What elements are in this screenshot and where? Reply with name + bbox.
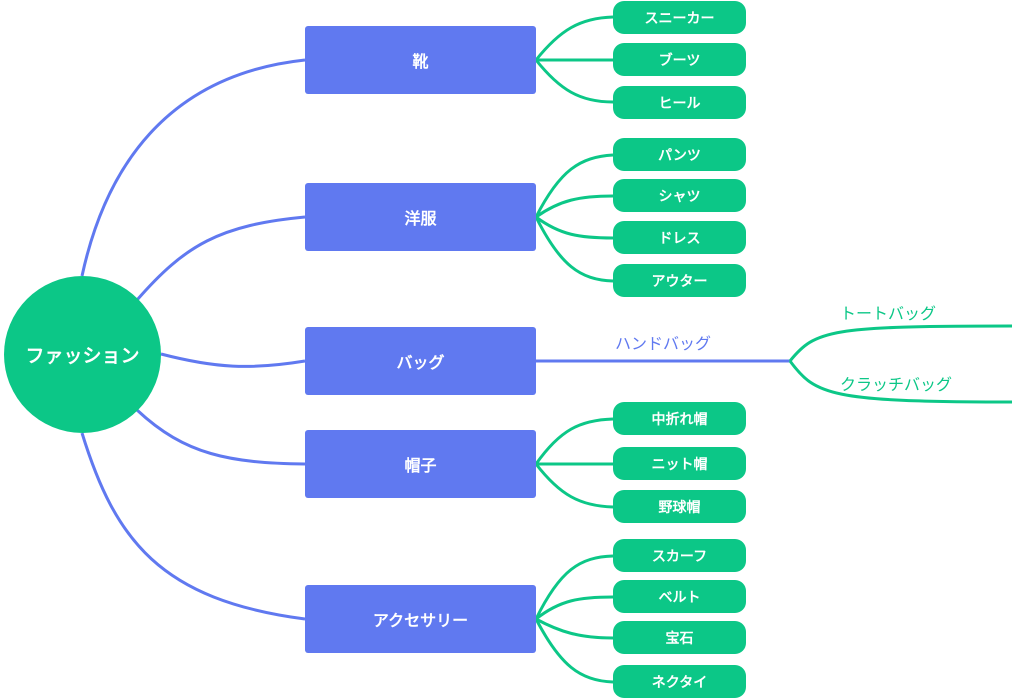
leaf-node[interactable]: シャツ [613, 179, 746, 212]
edge-branch-1-leaf-0 [534, 153, 614, 218]
branch-node-label: バッグ [396, 353, 445, 372]
leaf-node-label: ブーツ [658, 52, 701, 69]
edge-branch-1-leaf-1 [535, 194, 614, 219]
leaf-node[interactable]: 野球帽 [613, 490, 746, 523]
leaf-node[interactable]: 宝石 [613, 621, 746, 654]
branch-node-label: 靴 [412, 52, 429, 71]
root-node-label: ファッション [25, 345, 140, 367]
edge-branch-0-leaf-2 [534, 59, 614, 104]
edge-root-to-branch-0 [80, 58, 306, 277]
branch-node-shoes[interactable]: 靴 [305, 26, 536, 94]
edge-root-to-branch-4 [80, 432, 306, 621]
branch-node-label: アクセサリー [372, 611, 469, 630]
root-node[interactable]: ファッション [4, 276, 161, 433]
leaf-node-label: スカーフ [651, 548, 708, 565]
leaf-node[interactable]: ベルト [613, 580, 746, 613]
edge-branch-1-leaf-2 [535, 215, 614, 240]
edge-branch-4-leaf-3 [534, 618, 614, 684]
edge-label-text: ハンドバッグ [615, 334, 712, 353]
leaf-node-label: ネクタイ [651, 674, 708, 691]
leaf-node-label: シャツ [658, 188, 701, 205]
leaf-node-label: 宝石 [665, 630, 694, 647]
leaf-node[interactable]: ドレス [613, 221, 746, 254]
leaf-node[interactable]: アウター [613, 264, 746, 297]
sub-label-clutch-bag[interactable]: クラッチバッグ [840, 371, 952, 395]
leaf-node-label: スニーカー [644, 10, 715, 27]
leaf-node-label: ドレス [658, 230, 701, 247]
branch-node-accessory[interactable]: アクセサリー [305, 585, 536, 653]
sub-label-text: クラッチバッグ [840, 375, 953, 394]
leaf-node-label: アウター [651, 273, 708, 290]
leaf-node[interactable]: スニーカー [613, 1, 746, 34]
leaf-node[interactable]: ブーツ [613, 43, 746, 76]
leaf-node-label: 中折れ帽 [651, 411, 708, 428]
branch-node-hat[interactable]: 帽子 [305, 430, 536, 498]
leaf-node[interactable]: 中折れ帽 [613, 402, 746, 435]
leaf-node[interactable]: スカーフ [613, 539, 746, 572]
leaf-node-label: ヒール [658, 95, 701, 112]
leaf-node-label: ニット帽 [651, 456, 708, 473]
edge-branch-4-leaf-2 [535, 617, 614, 640]
edge-branch-3-leaf-0 [534, 417, 614, 465]
branch-node-bag[interactable]: バッグ [305, 327, 536, 395]
edge-branch-1-leaf-3 [534, 216, 614, 283]
sub-label-text: トートバッグ [840, 304, 937, 323]
edge-branch-3-leaf-2 [534, 463, 614, 509]
leaf-node-label: ベルト [658, 589, 701, 606]
leaf-node[interactable]: ヒール [613, 86, 746, 119]
branch-node-label: 帽子 [404, 456, 437, 475]
sub-label-tote-bag[interactable]: トートバッグ [840, 300, 936, 324]
edge-branch-4-leaf-1 [535, 595, 614, 621]
branch-node-label: 洋服 [404, 209, 437, 228]
edge-root-to-branch-1 [135, 215, 306, 301]
edge-root-to-branch-3 [135, 408, 306, 466]
edge-branch-4-leaf-0 [534, 554, 614, 620]
leaf-node[interactable]: ニット帽 [613, 447, 746, 480]
edge-handbag-sub-0 [788, 324, 1012, 362]
leaf-node-label: 野球帽 [658, 499, 701, 516]
branch-node-clothes[interactable]: 洋服 [305, 183, 536, 251]
edge-branch-0-leaf-0 [534, 15, 614, 61]
edge-handbag-sub-1 [788, 360, 1012, 404]
leaf-node-label: パンツ [658, 147, 701, 164]
edge-root-to-branch-2 [160, 352, 306, 368]
leaf-node[interactable]: ネクタイ [613, 665, 746, 698]
edge-label-handbag[interactable]: ハンドバッグ [615, 330, 711, 354]
leaf-node[interactable]: パンツ [613, 138, 746, 171]
